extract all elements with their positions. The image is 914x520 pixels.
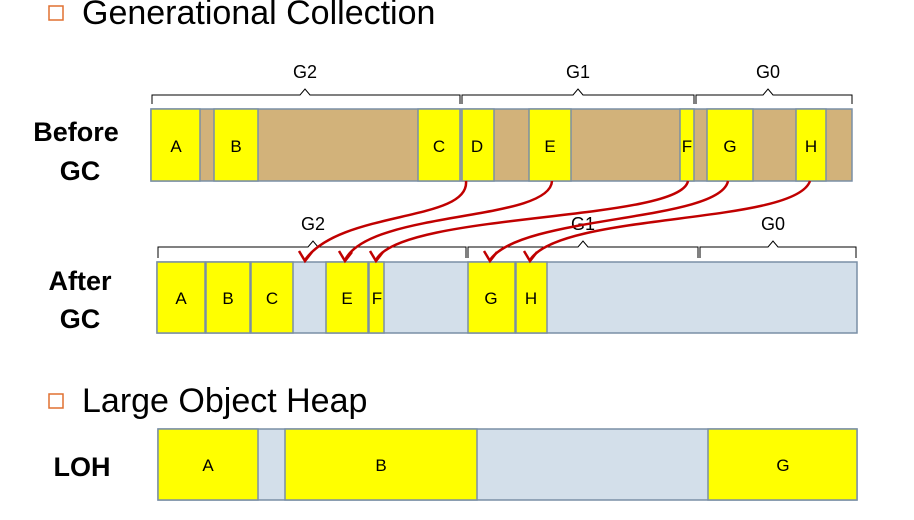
brace-after-g1	[467, 240, 699, 258]
object-after-c-label: C	[266, 289, 278, 308]
before-gc-label-line1: Before	[33, 117, 119, 147]
object-before-b-label: B	[230, 137, 241, 156]
object-before-g-label: G	[723, 137, 736, 156]
object-loh-a	[157, 428, 259, 501]
arrowhead-icon	[368, 250, 384, 264]
object-after-g-label: G	[484, 289, 497, 308]
gen-label-before-g0: G0	[756, 62, 780, 82]
gen-label-after-g0: G0	[761, 214, 785, 234]
gen-label-before-g1: G1	[566, 62, 590, 82]
arrow-g-to-g	[488, 180, 730, 261]
object-after-h	[515, 261, 548, 334]
gen-label-before-g2: G2	[293, 62, 317, 82]
object-before-c	[417, 108, 461, 182]
object-loh-g	[707, 428, 858, 501]
object-before-a	[150, 108, 201, 182]
object-after-b-label: B	[222, 289, 233, 308]
object-before-b	[213, 108, 259, 182]
object-after-c	[250, 261, 294, 334]
object-before-c-label: C	[433, 137, 445, 156]
arrow-e-to-f	[343, 180, 554, 261]
arrowhead-icon	[297, 250, 313, 264]
object-before-g	[706, 108, 754, 182]
arrow-f-to-g	[374, 180, 690, 261]
object-loh-g-label: G	[776, 456, 789, 475]
brace-after-g0	[699, 240, 857, 258]
object-loh-a-label: A	[202, 456, 214, 475]
after-gc-label-line2: GC	[60, 304, 101, 334]
brace-before-g1	[461, 88, 695, 104]
object-after-e	[325, 261, 369, 334]
object-before-d	[461, 108, 495, 182]
object-after-e-label: E	[341, 289, 352, 308]
brace-before-g0	[695, 88, 853, 104]
bullet-icon	[48, 393, 64, 409]
object-before-d-label: D	[471, 137, 483, 156]
gen-label-after-g2: G2	[301, 214, 325, 234]
object-before-f-label: F	[682, 137, 692, 156]
object-after-a-label: A	[175, 289, 187, 308]
after-gc-label-line1: After	[48, 266, 111, 296]
object-before-e-label: E	[544, 137, 555, 156]
object-after-a	[156, 261, 206, 334]
object-before-h	[795, 108, 827, 182]
brace-before-g2	[151, 88, 461, 104]
arrow-d-to-e	[303, 180, 468, 261]
before-gc-label-line2: GC	[60, 156, 101, 186]
brace-after-g2	[157, 240, 467, 258]
object-loh-b	[284, 428, 478, 501]
arrowhead-icon	[482, 250, 498, 264]
section-heading-generational: Generational Collection	[82, 0, 435, 32]
arrowhead-icon	[522, 250, 538, 264]
object-after-f-label: F	[372, 289, 382, 308]
object-before-e	[528, 108, 572, 182]
loh-label: LOH	[54, 452, 111, 482]
object-loh-b-label: B	[375, 456, 386, 475]
arrow-h-to-h	[528, 180, 812, 261]
arrowhead-icon	[337, 250, 353, 264]
object-after-b	[205, 261, 251, 334]
object-before-a-label: A	[170, 137, 182, 156]
bullet-icon	[48, 5, 64, 21]
object-after-g	[467, 261, 516, 334]
section-heading-loh: Large Object Heap	[82, 382, 367, 420]
object-before-h-label: H	[805, 137, 817, 156]
object-after-h-label: H	[525, 289, 537, 308]
